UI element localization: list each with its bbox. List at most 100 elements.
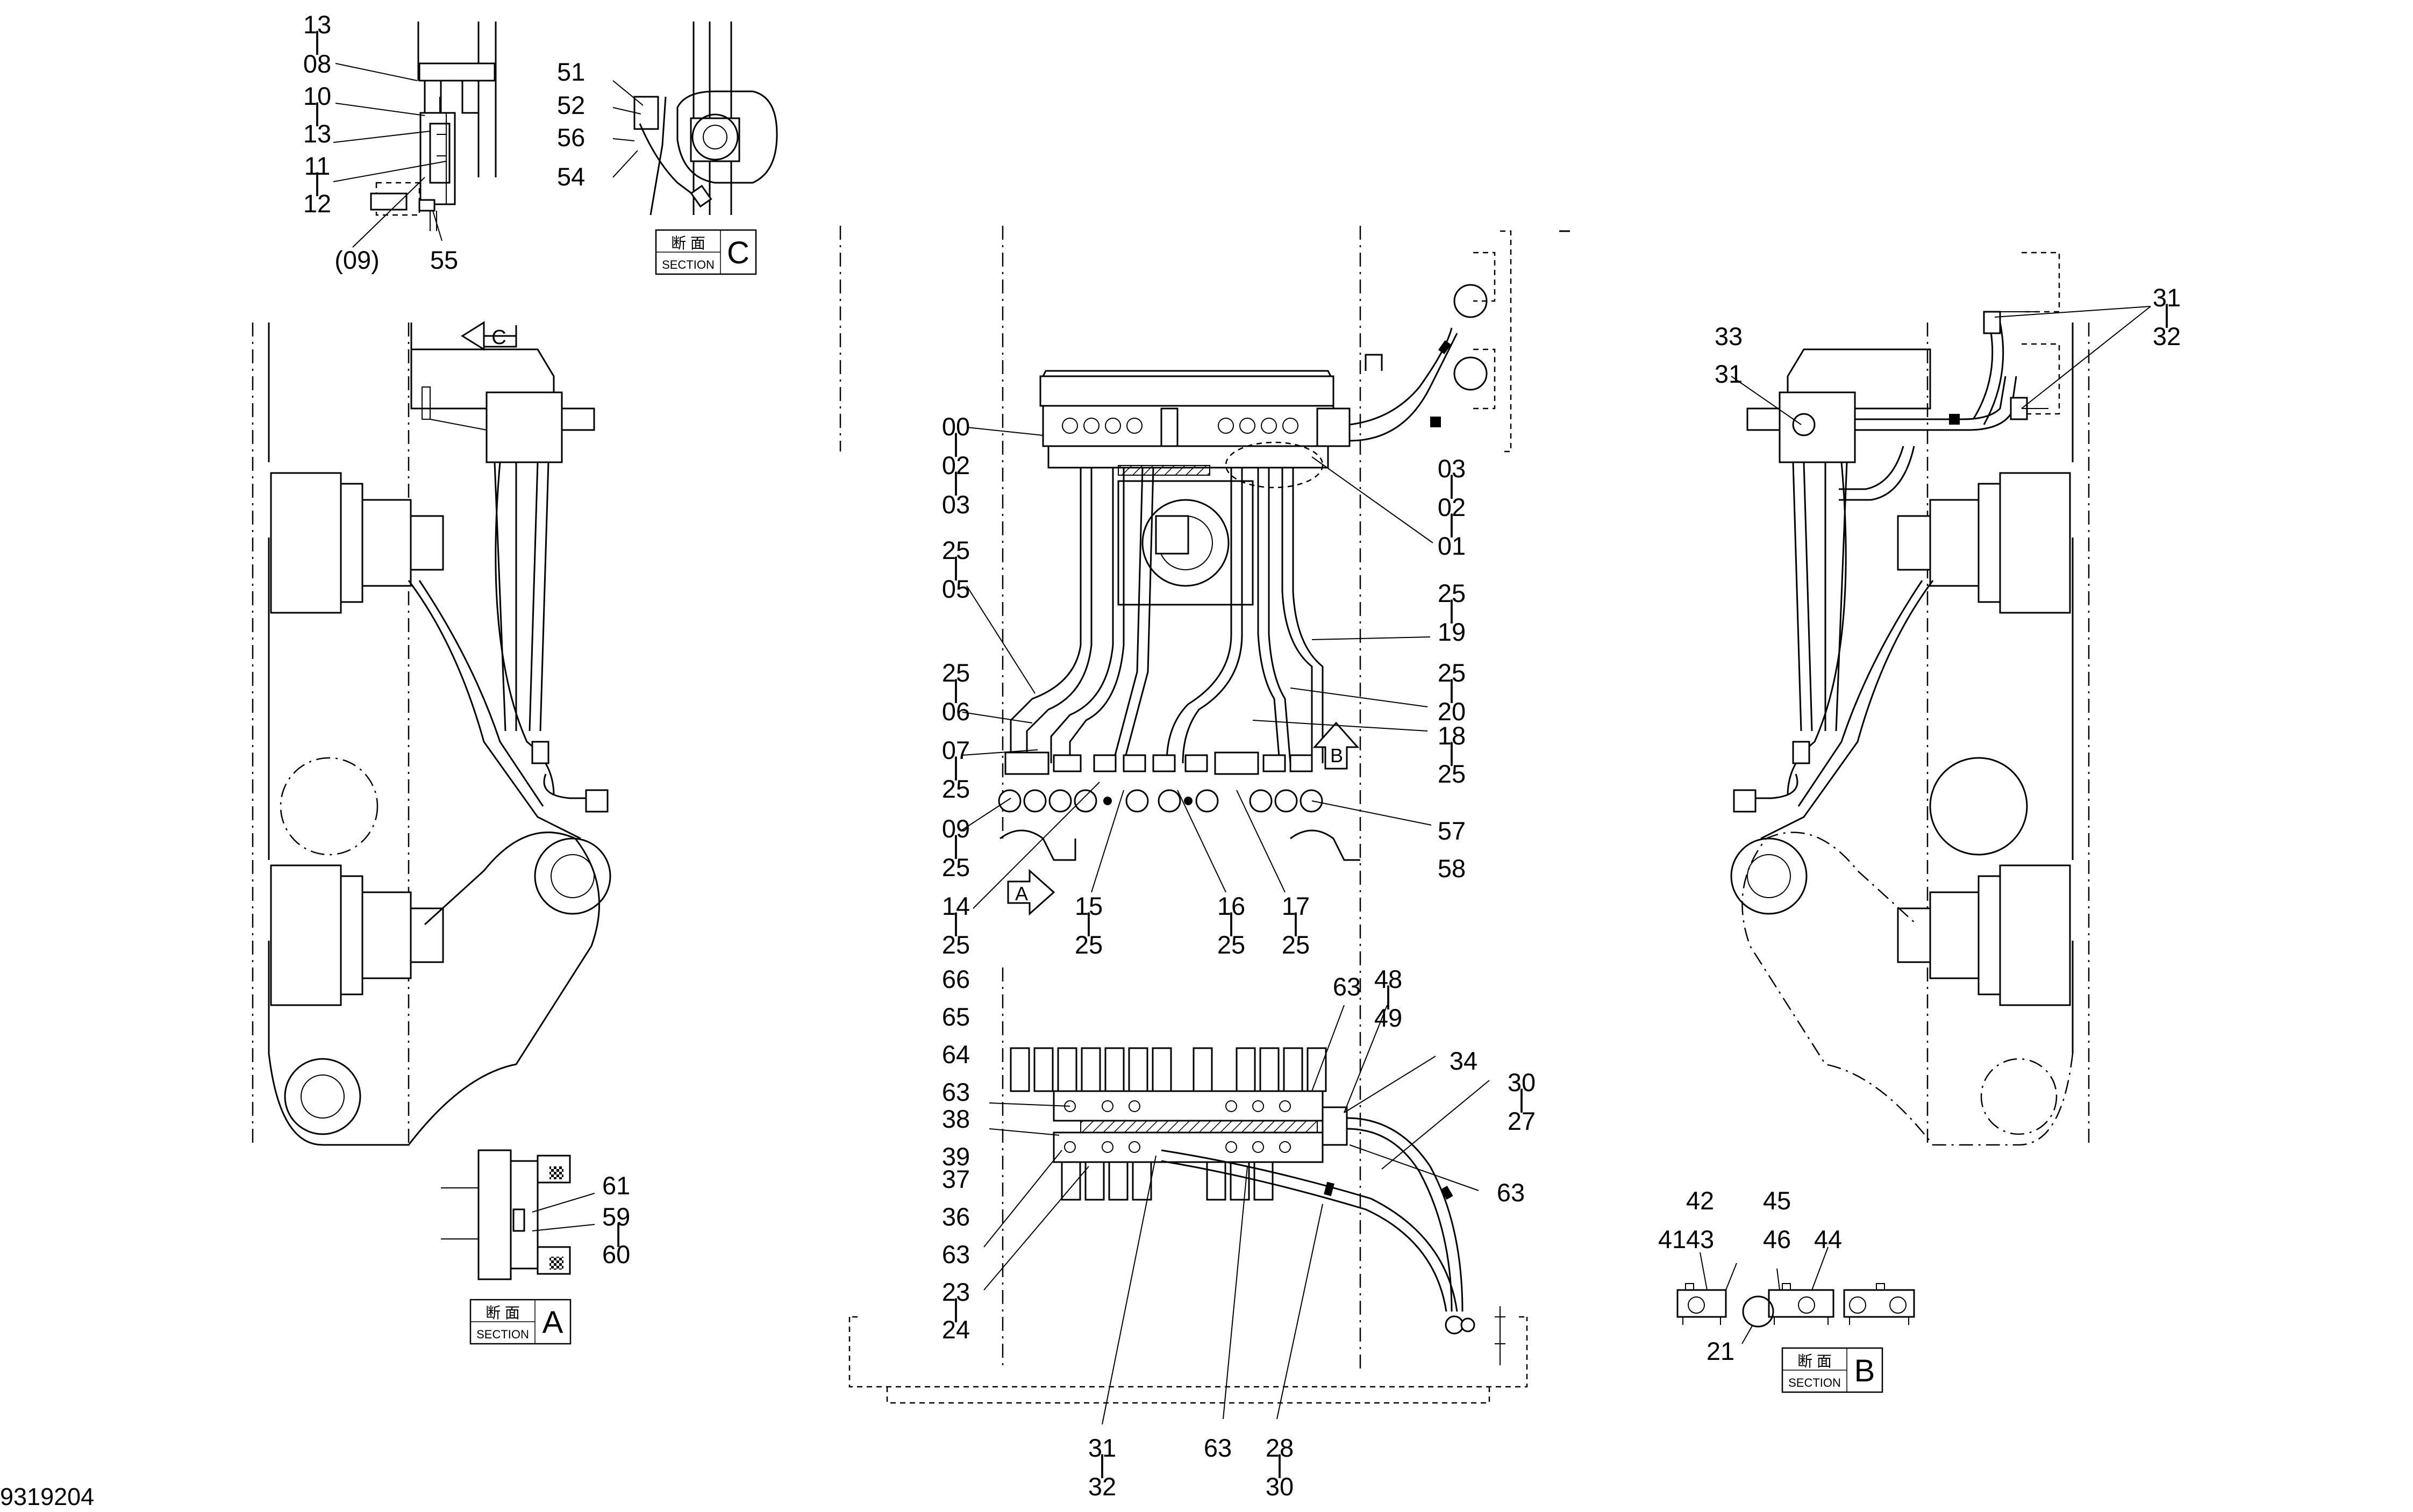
callout-66: 66 bbox=[942, 965, 970, 993]
callout-30-vb: 30 bbox=[1508, 1068, 1536, 1097]
callout-31-bottom: 31 bbox=[1088, 1434, 1116, 1462]
callout-11: 11 bbox=[304, 152, 331, 180]
svg-text:|: | bbox=[1385, 981, 1391, 1009]
callout-25-k: 25 bbox=[1282, 930, 1310, 959]
callout-48: 48 bbox=[1374, 965, 1402, 993]
svg-text:|: | bbox=[2164, 299, 2170, 328]
svg-text:C: C bbox=[491, 326, 506, 349]
callout-17: 17 bbox=[1282, 892, 1310, 920]
drawing-number: 9319204 bbox=[0, 1483, 94, 1510]
callout-03-left: 03 bbox=[942, 490, 970, 519]
callout-33: 33 bbox=[1715, 322, 1743, 350]
callout-65: 65 bbox=[942, 1002, 970, 1031]
callout-38: 38 bbox=[942, 1105, 970, 1133]
svg-text:|: | bbox=[314, 168, 320, 196]
svg-text:SECTION: SECTION bbox=[1788, 1376, 1841, 1389]
svg-text:|: | bbox=[314, 98, 320, 126]
callout-09: 09 bbox=[942, 814, 970, 843]
callout-28: 28 bbox=[1266, 1434, 1294, 1462]
left-side-view: C bbox=[252, 321, 611, 1146]
callout-25-h: 25 bbox=[1438, 759, 1466, 788]
callout-23: 23 bbox=[942, 1278, 970, 1306]
svg-text:|: | bbox=[953, 1294, 959, 1322]
callout-13b: 13 bbox=[303, 119, 331, 148]
right-side-view: 31 | 32 33 31 bbox=[1715, 252, 2181, 1146]
callout-07: 07 bbox=[942, 736, 970, 764]
fitting-row bbox=[998, 751, 1323, 813]
svg-text:断 面: 断 面 bbox=[1797, 1353, 1832, 1370]
svg-text:A: A bbox=[542, 1305, 563, 1340]
callout-54: 54 bbox=[557, 162, 585, 191]
callout-21: 21 bbox=[1707, 1337, 1734, 1365]
callout-05: 05 bbox=[942, 575, 970, 603]
callout-56: 56 bbox=[557, 123, 585, 152]
svg-text:B: B bbox=[1330, 744, 1343, 766]
callout-44: 44 bbox=[1814, 1225, 1842, 1253]
svg-text:|: | bbox=[314, 26, 320, 55]
svg-text:|: | bbox=[1099, 1450, 1105, 1478]
callout-43: 43 bbox=[1686, 1225, 1714, 1253]
callout-01: 01 bbox=[1438, 532, 1466, 560]
callout-41: 41 bbox=[1658, 1225, 1686, 1253]
callout-25-c: 25 bbox=[942, 775, 970, 803]
callout-19: 19 bbox=[1438, 618, 1466, 646]
view-arrow-b: B bbox=[1312, 721, 1360, 770]
callout-63-vb2: 63 bbox=[1497, 1178, 1525, 1207]
callout-58: 58 bbox=[1438, 854, 1466, 883]
callout-63-l1: 63 bbox=[942, 1078, 970, 1106]
main-center-view: A B 00 | 02 | 03 25 | 05 25 | 06 07 | 25… bbox=[839, 226, 1570, 1371]
callout-14: 14 bbox=[942, 892, 970, 920]
callout-16: 16 bbox=[1217, 892, 1245, 920]
callout-32-bottom: 32 bbox=[1088, 1472, 1116, 1501]
callout-25-b: 25 bbox=[942, 658, 970, 687]
svg-text:|: | bbox=[615, 1219, 622, 1247]
svg-text:|: | bbox=[1448, 509, 1455, 538]
svg-text:|: | bbox=[1276, 1450, 1283, 1478]
svg-text:断 面: 断 面 bbox=[486, 1305, 520, 1321]
callout-46: 46 bbox=[1763, 1225, 1791, 1253]
callout-10: 10 bbox=[303, 82, 331, 110]
callout-15: 15 bbox=[1075, 892, 1103, 920]
callout-49: 49 bbox=[1374, 1004, 1402, 1032]
callout-34: 34 bbox=[1450, 1047, 1477, 1075]
callout-02-left: 02 bbox=[942, 451, 970, 479]
svg-text:|: | bbox=[1086, 908, 1092, 936]
callout-24: 24 bbox=[942, 1315, 970, 1344]
svg-text:B: B bbox=[1854, 1353, 1875, 1388]
svg-text:|: | bbox=[953, 752, 959, 780]
callout-42: 42 bbox=[1686, 1186, 1714, 1215]
section-a-label: 断 面 SECTION A bbox=[469, 1299, 572, 1345]
callout-25-j: 25 bbox=[1217, 930, 1245, 959]
callout-60: 60 bbox=[602, 1240, 630, 1269]
callout-25-d: 25 bbox=[942, 853, 970, 882]
svg-text:|: | bbox=[1448, 595, 1455, 624]
callout-32-right: 32 bbox=[2153, 322, 2181, 350]
detail-section-c: 51 52 56 54 断 面 SECTION C bbox=[557, 22, 778, 275]
svg-text:|: | bbox=[1518, 1084, 1525, 1113]
callout-03-right: 03 bbox=[1438, 454, 1466, 483]
callout-64: 64 bbox=[942, 1040, 970, 1069]
valve-caps bbox=[1010, 1047, 1327, 1092]
svg-text:|: | bbox=[1448, 470, 1455, 499]
svg-text:A: A bbox=[1015, 883, 1028, 905]
svg-text:断 面: 断 面 bbox=[671, 235, 705, 252]
svg-text:|: | bbox=[1448, 675, 1455, 703]
svg-text:|: | bbox=[953, 830, 959, 859]
callout-06: 06 bbox=[942, 697, 970, 726]
callout-39: 39 bbox=[942, 1142, 970, 1171]
svg-text:|: | bbox=[953, 467, 959, 496]
section-b-label: 断 面 SECTION B bbox=[1781, 1347, 1883, 1393]
svg-text:|: | bbox=[1228, 908, 1234, 936]
callout-61: 61 bbox=[602, 1171, 630, 1200]
callout-55: 55 bbox=[430, 246, 458, 274]
callout-08: 08 bbox=[303, 49, 331, 78]
svg-text:C: C bbox=[727, 235, 749, 270]
svg-text:SECTION: SECTION bbox=[476, 1328, 529, 1341]
callout-63-l2: 63 bbox=[942, 1240, 970, 1269]
svg-text:|: | bbox=[1293, 908, 1299, 936]
detail-section-b: 42 41 43 45 46 44 21 断 面 SECTION B bbox=[1658, 1186, 1915, 1393]
callout-27: 27 bbox=[1508, 1107, 1536, 1135]
callout-57: 57 bbox=[1438, 816, 1466, 845]
callout-30-bottom: 30 bbox=[1266, 1472, 1294, 1501]
